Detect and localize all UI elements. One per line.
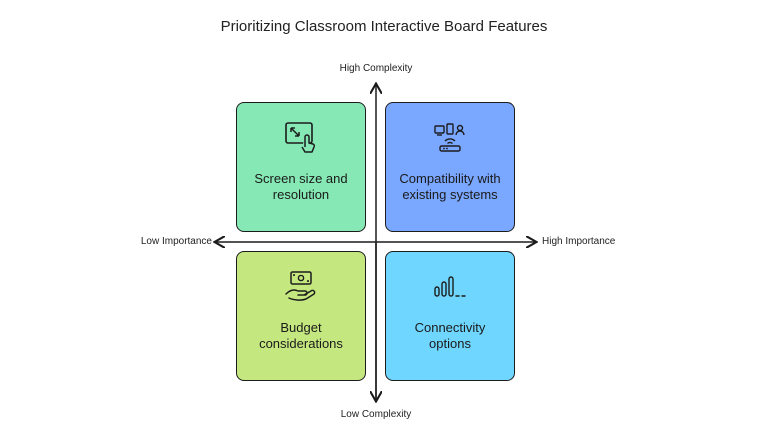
quadrant-label: Budget considerations — [259, 320, 343, 351]
quadrant-compatibility: Compatibility with existing systems — [385, 102, 515, 232]
quadrant-connectivity: Connectivity options — [385, 251, 515, 381]
quadrant-screen-size: Screen size and resolution — [236, 102, 366, 232]
axis-label-high-importance: High Importance — [542, 236, 616, 247]
diagram-title: Prioritizing Classroom Interactive Board… — [220, 18, 548, 35]
quadrant-budget: Budget considerations — [236, 251, 366, 381]
quadrant-label: Screen size and resolution — [254, 171, 348, 202]
screen-touch-resize-icon — [285, 122, 316, 153]
quadrant-label: Connectivity options — [414, 320, 486, 351]
axis-label-low-importance: Low Importance — [140, 236, 212, 247]
axis-label-low-complexity: Low Complexity — [340, 409, 412, 420]
quadrant-label: Compatibility with existing systems — [399, 171, 501, 202]
axis-label-high-complexity: High Complexity — [339, 63, 413, 74]
signal-bars-icon — [434, 276, 466, 297]
devices-network-icon — [434, 123, 465, 152]
hand-money-icon — [285, 271, 316, 301]
